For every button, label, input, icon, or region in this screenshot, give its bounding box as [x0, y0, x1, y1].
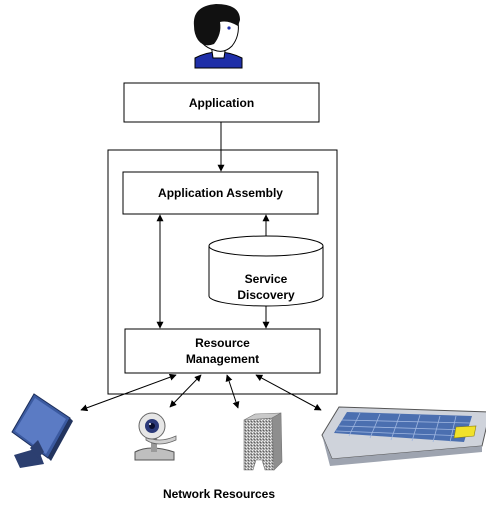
printer-icon — [243, 412, 283, 471]
application-node: Application — [123, 82, 320, 123]
resource-management-label-line1: Resource — [195, 336, 250, 350]
system-container — [107, 149, 338, 395]
edge-resource-monitor — [80, 373, 177, 412]
application-assembly-node: Application Assembly — [122, 171, 319, 215]
application-label: Application — [189, 96, 254, 110]
network-resources-label: Network Resources — [163, 487, 275, 501]
service-discovery-node: Service Discovery — [208, 235, 324, 307]
edge-resource-printer — [225, 374, 240, 409]
edge-resource-keyboard — [255, 374, 322, 411]
webcam-icon — [134, 412, 177, 461]
service-discovery-label-line2: Discovery — [237, 288, 295, 302]
service-discovery-label-line1: Service — [245, 272, 288, 286]
keyboard-icon — [321, 406, 486, 466]
user-icon — [193, 4, 243, 69]
resource-management-node: Resource Management — [124, 328, 321, 374]
edge-resource-webcam — [169, 374, 202, 408]
monitor-icon — [11, 393, 73, 468]
resource-management-label-line2: Management — [186, 352, 259, 366]
application-assembly-label: Application Assembly — [158, 186, 283, 200]
